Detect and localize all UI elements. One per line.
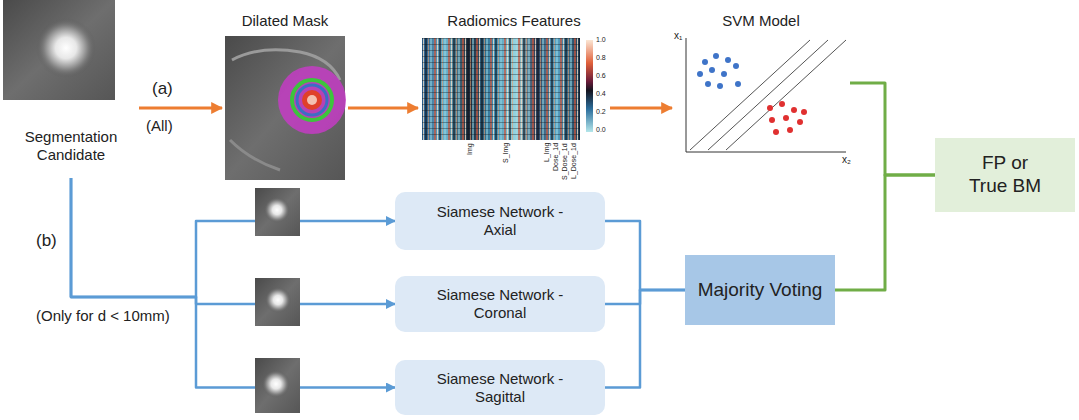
annotation-label: 1.0 [596,36,606,44]
node-text: SVM Model [722,12,800,30]
node-text: Siamese Network - Coronal [425,286,575,322]
axis-tick-label: L_Dose_1d [570,143,578,179]
annotation-label: (b) [36,232,57,251]
image-panel: Radiomics Features [418,8,610,172]
axis-tick-label: S_Img [502,143,510,163]
node-text: FP or True BM [965,152,1045,198]
axis-tick-label: S_Dose_1d [561,143,569,180]
annotation-label: (All) [146,118,173,135]
flow-connector [605,290,685,388]
node-text: Dilated Mask [242,12,329,30]
node-text: Radiomics Features [447,12,580,30]
flow-connector [71,178,395,297]
annotation-label: x₂ [842,154,851,165]
annotation-label: (Only for d < 10mm) [36,308,170,325]
network-box: Siamese Network - Axial [395,192,605,250]
heatmap-image [422,38,593,140]
candidate-image [3,0,115,100]
sagittal-thumbnail [255,358,300,413]
svm-chart [686,38,846,152]
annotation-label: (a) [152,80,173,99]
node-text: Segmentation Candidate [3,128,139,164]
node-text: Siamese Network - Sagittal [425,370,575,406]
axis-tick-label: Img [466,143,474,155]
axial-thumbnail [255,188,300,236]
voting-box: Majority Voting [685,255,835,325]
axis-tick-label: L_Img [543,143,551,162]
image-panel: Segmentation Candidate [3,2,139,178]
coronal-thumbnail [255,278,300,326]
result-box: FP or True BM [935,138,1075,212]
annotation-label: x₁ [674,30,682,41]
flow-connector [610,107,672,110]
flow-connector [71,178,395,304]
flow-connector [605,221,685,290]
node-text: Majority Voting [698,279,823,302]
flow-connector [850,83,935,175]
network-box: Siamese Network - Sagittal [395,360,605,415]
flow-connector [71,178,395,388]
flow-connector [605,290,685,304]
annotation-label: 0.0 [596,126,606,134]
network-box: Siamese Network - Coronal [395,276,605,332]
axis-tick-label: Dose_1d [552,143,560,171]
flow-connector [835,175,935,290]
image-panel: Dilated Mask [222,8,348,182]
image-panel: SVM Model [672,8,850,158]
mask-image [225,36,346,180]
annotation-label: 0.4 [596,90,606,98]
annotation-label: 0.6 [596,72,606,80]
node-text: Siamese Network - Axial [425,203,575,239]
annotation-label: 0.2 [596,108,606,116]
flow-connector [348,107,418,110]
annotation-label: 0.8 [596,54,606,62]
flow-connector [139,107,222,110]
